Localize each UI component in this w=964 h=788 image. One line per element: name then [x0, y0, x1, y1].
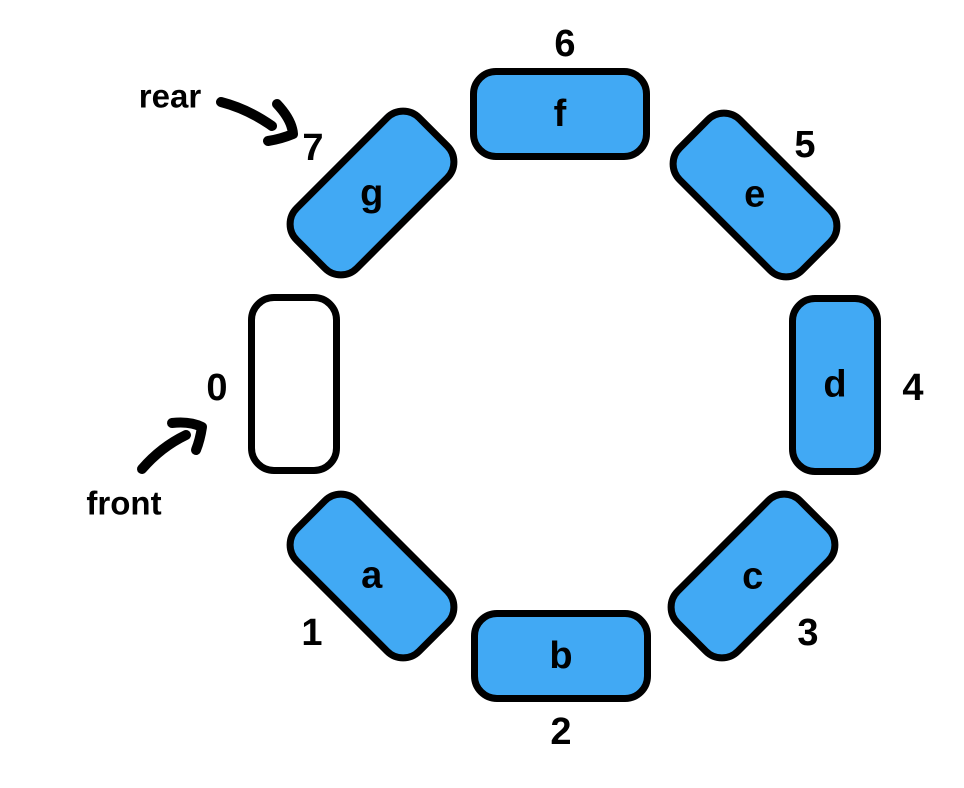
queue-slot-2: b [471, 610, 651, 702]
slot-6-index-label: 6 [554, 23, 576, 65]
slot-3-value: c [742, 555, 764, 598]
slot-3-index-label: 3 [797, 612, 819, 654]
slot-4-index-label: 4 [902, 367, 924, 409]
rear-arrow [216, 97, 298, 146]
queue-slot-3: c [656, 479, 850, 673]
rear-pointer-label: rear [138, 77, 202, 115]
slot-7-value: g [360, 172, 384, 214]
front-pointer-label: front [86, 484, 162, 522]
slot-6-value: f [553, 93, 567, 135]
slot-5-value: e [744, 173, 766, 216]
queue-slot-0 [248, 294, 340, 474]
queue-slot-5: e [658, 98, 852, 292]
slot-1-value: a [361, 554, 383, 597]
slot-5-index-label: 5 [794, 124, 816, 166]
slot-2-value: b [549, 635, 573, 677]
queue-slot-6: f [470, 68, 650, 160]
slot-0-index-label: 0 [206, 367, 228, 409]
slot-4-value: d [823, 364, 847, 406]
front-arrow [137, 417, 207, 474]
queue-slot-7: g [275, 96, 469, 290]
slot-2-index-label: 2 [550, 711, 572, 753]
queue-slot-4: d [789, 295, 881, 475]
slot-1-index-label: 1 [301, 612, 323, 654]
slot-7-index-label: 7 [302, 127, 324, 169]
